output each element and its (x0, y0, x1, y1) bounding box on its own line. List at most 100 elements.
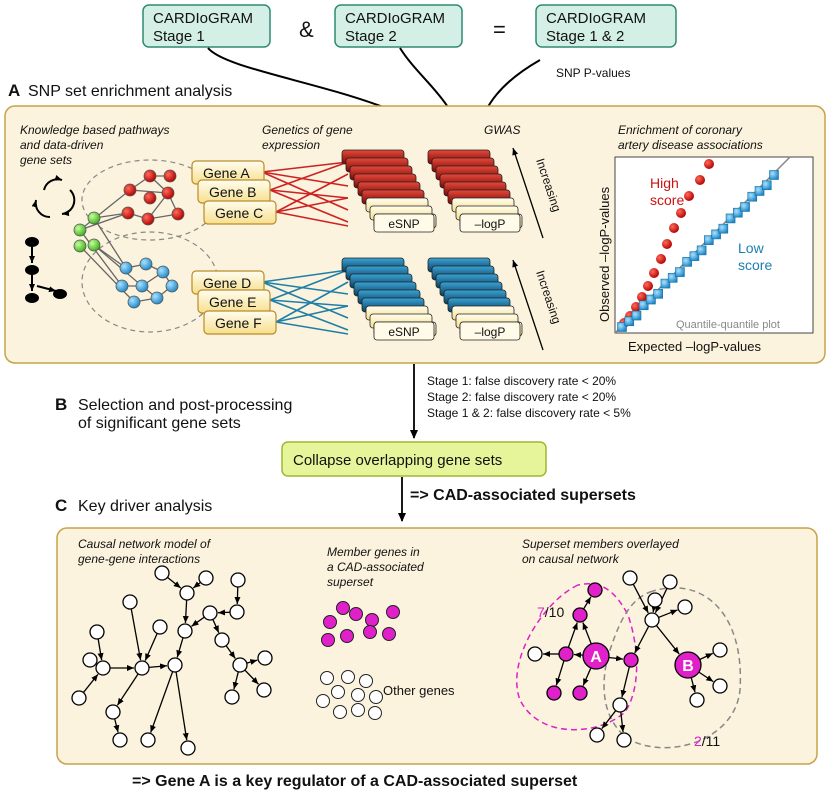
stage2-line2: Stage 2 (345, 28, 397, 45)
network-edge (192, 581, 201, 589)
member-gene-node (340, 629, 354, 643)
collapse-box: Collapse overlapping gene sets (281, 441, 547, 477)
member-label-2: a CAD-associated (327, 560, 424, 574)
section-a-letter: A (8, 81, 20, 100)
member-gene-node (365, 613, 379, 627)
network-node (229, 604, 245, 620)
pathways-label-1: Knowledge based pathways (20, 123, 169, 137)
other-gene-node (359, 674, 373, 688)
high-score-point (695, 175, 705, 185)
superset-b-fraction: 2/11 (694, 733, 720, 749)
gene-b-label: Gene B (209, 184, 256, 200)
gene-box-f: Gene F (203, 310, 277, 335)
network-edge (655, 625, 680, 655)
member-label-3: superset (327, 575, 374, 589)
section-c-title: Key driver analysis (78, 498, 212, 515)
network-node (527, 646, 543, 662)
gene-e-label: Gene E (209, 294, 256, 310)
low-score-point (675, 267, 685, 277)
network-edge (116, 673, 139, 706)
network-edge (632, 583, 649, 614)
gene-box-d: Gene D (191, 270, 265, 295)
high-score-point (704, 159, 714, 169)
network-node (180, 740, 196, 756)
stage2-line1: CARDIoGRAM (345, 10, 445, 27)
network-edge (582, 622, 592, 645)
network-node (230, 572, 246, 588)
network-edge (167, 576, 182, 589)
other-gene-node (369, 690, 383, 704)
member-label-1: Member genes in (327, 545, 420, 559)
section-a-title: SNP set enrichment analysis (28, 83, 232, 100)
member-gene-node (382, 627, 396, 641)
low-score-label-2: score (738, 257, 772, 273)
other-gene-node (316, 694, 330, 708)
gene-box-c: Gene C (203, 200, 277, 225)
snp-tag-label: eSNP (388, 325, 419, 339)
network-edge (225, 645, 236, 659)
gene-snp-lines-top (261, 161, 349, 227)
network-edge (583, 596, 592, 610)
superset-b-outline (603, 587, 742, 749)
gene-f-label: Gene F (215, 315, 262, 331)
network-node (558, 646, 574, 662)
conclusion: => Gene A is a key regulator of a CAD-as… (132, 773, 578, 790)
fdr-stage1: Stage 1: false discovery rate < 20% (427, 374, 616, 388)
low-score-point (660, 278, 671, 289)
network-edge (148, 663, 168, 670)
enrichment-label-1: Enrichment of coronary (618, 123, 743, 137)
network-node (71, 690, 87, 706)
collapse-label: Collapse overlapping gene sets (293, 452, 502, 469)
esnp-stack-top: eSNP (341, 149, 437, 233)
qq-plot: High score Low score Quantile-quantile p… (597, 156, 814, 354)
logp-stack-bottom: –logP (427, 257, 523, 341)
network-node (105, 704, 121, 720)
network-node (214, 632, 230, 648)
low-score-point (667, 273, 678, 283)
genetics-label-2: expression (262, 138, 320, 152)
gene-d-label: Gene D (203, 275, 251, 291)
high-score-label-1: High (650, 175, 679, 191)
gene-c-label: Gene C (215, 205, 263, 221)
pathway-cycle-icon (31, 174, 76, 219)
fdr-stage2: Stage 2: false discovery rate < 20% (427, 390, 616, 404)
low-score-point (733, 207, 743, 218)
network-node (232, 657, 248, 673)
low-score-point (646, 294, 656, 305)
network-node (644, 612, 660, 628)
superset-b-fraction-den: /11 (702, 733, 721, 749)
network-node (122, 594, 138, 610)
section-b-title-2: of significant gene sets (78, 415, 241, 432)
section-b-title-1: Selection and post-processing (78, 397, 292, 414)
network-node (623, 652, 639, 668)
key-driver-a-label: A (590, 649, 602, 666)
superset-b-fraction-num: 2 (694, 733, 702, 749)
high-score-point (643, 281, 653, 291)
low-score-point (761, 180, 772, 191)
low-score-point (704, 235, 714, 245)
gene-set-network (73, 159, 219, 333)
overlay-label-2: on causal network (522, 552, 620, 566)
other-gene-node (351, 688, 365, 702)
pathway-linear-icon (25, 237, 67, 303)
network-node (179, 585, 195, 601)
network-node (622, 570, 638, 586)
network-edge (634, 625, 650, 654)
low-score-point (689, 251, 700, 261)
snp-tag (459, 321, 521, 341)
network-node (202, 605, 218, 621)
qq-caption: Quantile-quantile plot (676, 319, 780, 331)
section-b-letter: B (55, 395, 67, 414)
snp-pvalues-label: SNP P-values (556, 66, 630, 80)
low-score-point (725, 213, 736, 224)
snp-tag (373, 321, 435, 341)
high-score-point (684, 191, 694, 201)
low-score-point (638, 300, 649, 311)
gene-box-e: Gene E (197, 289, 271, 314)
low-score-point (754, 186, 765, 196)
stage12-box: CARDIoGRAM Stage 1 & 2 (535, 4, 677, 48)
gwas-label: GWAS (484, 123, 520, 137)
network-node (198, 570, 214, 586)
network-edge (555, 660, 565, 686)
snp-tag-label: –logP (475, 325, 506, 339)
